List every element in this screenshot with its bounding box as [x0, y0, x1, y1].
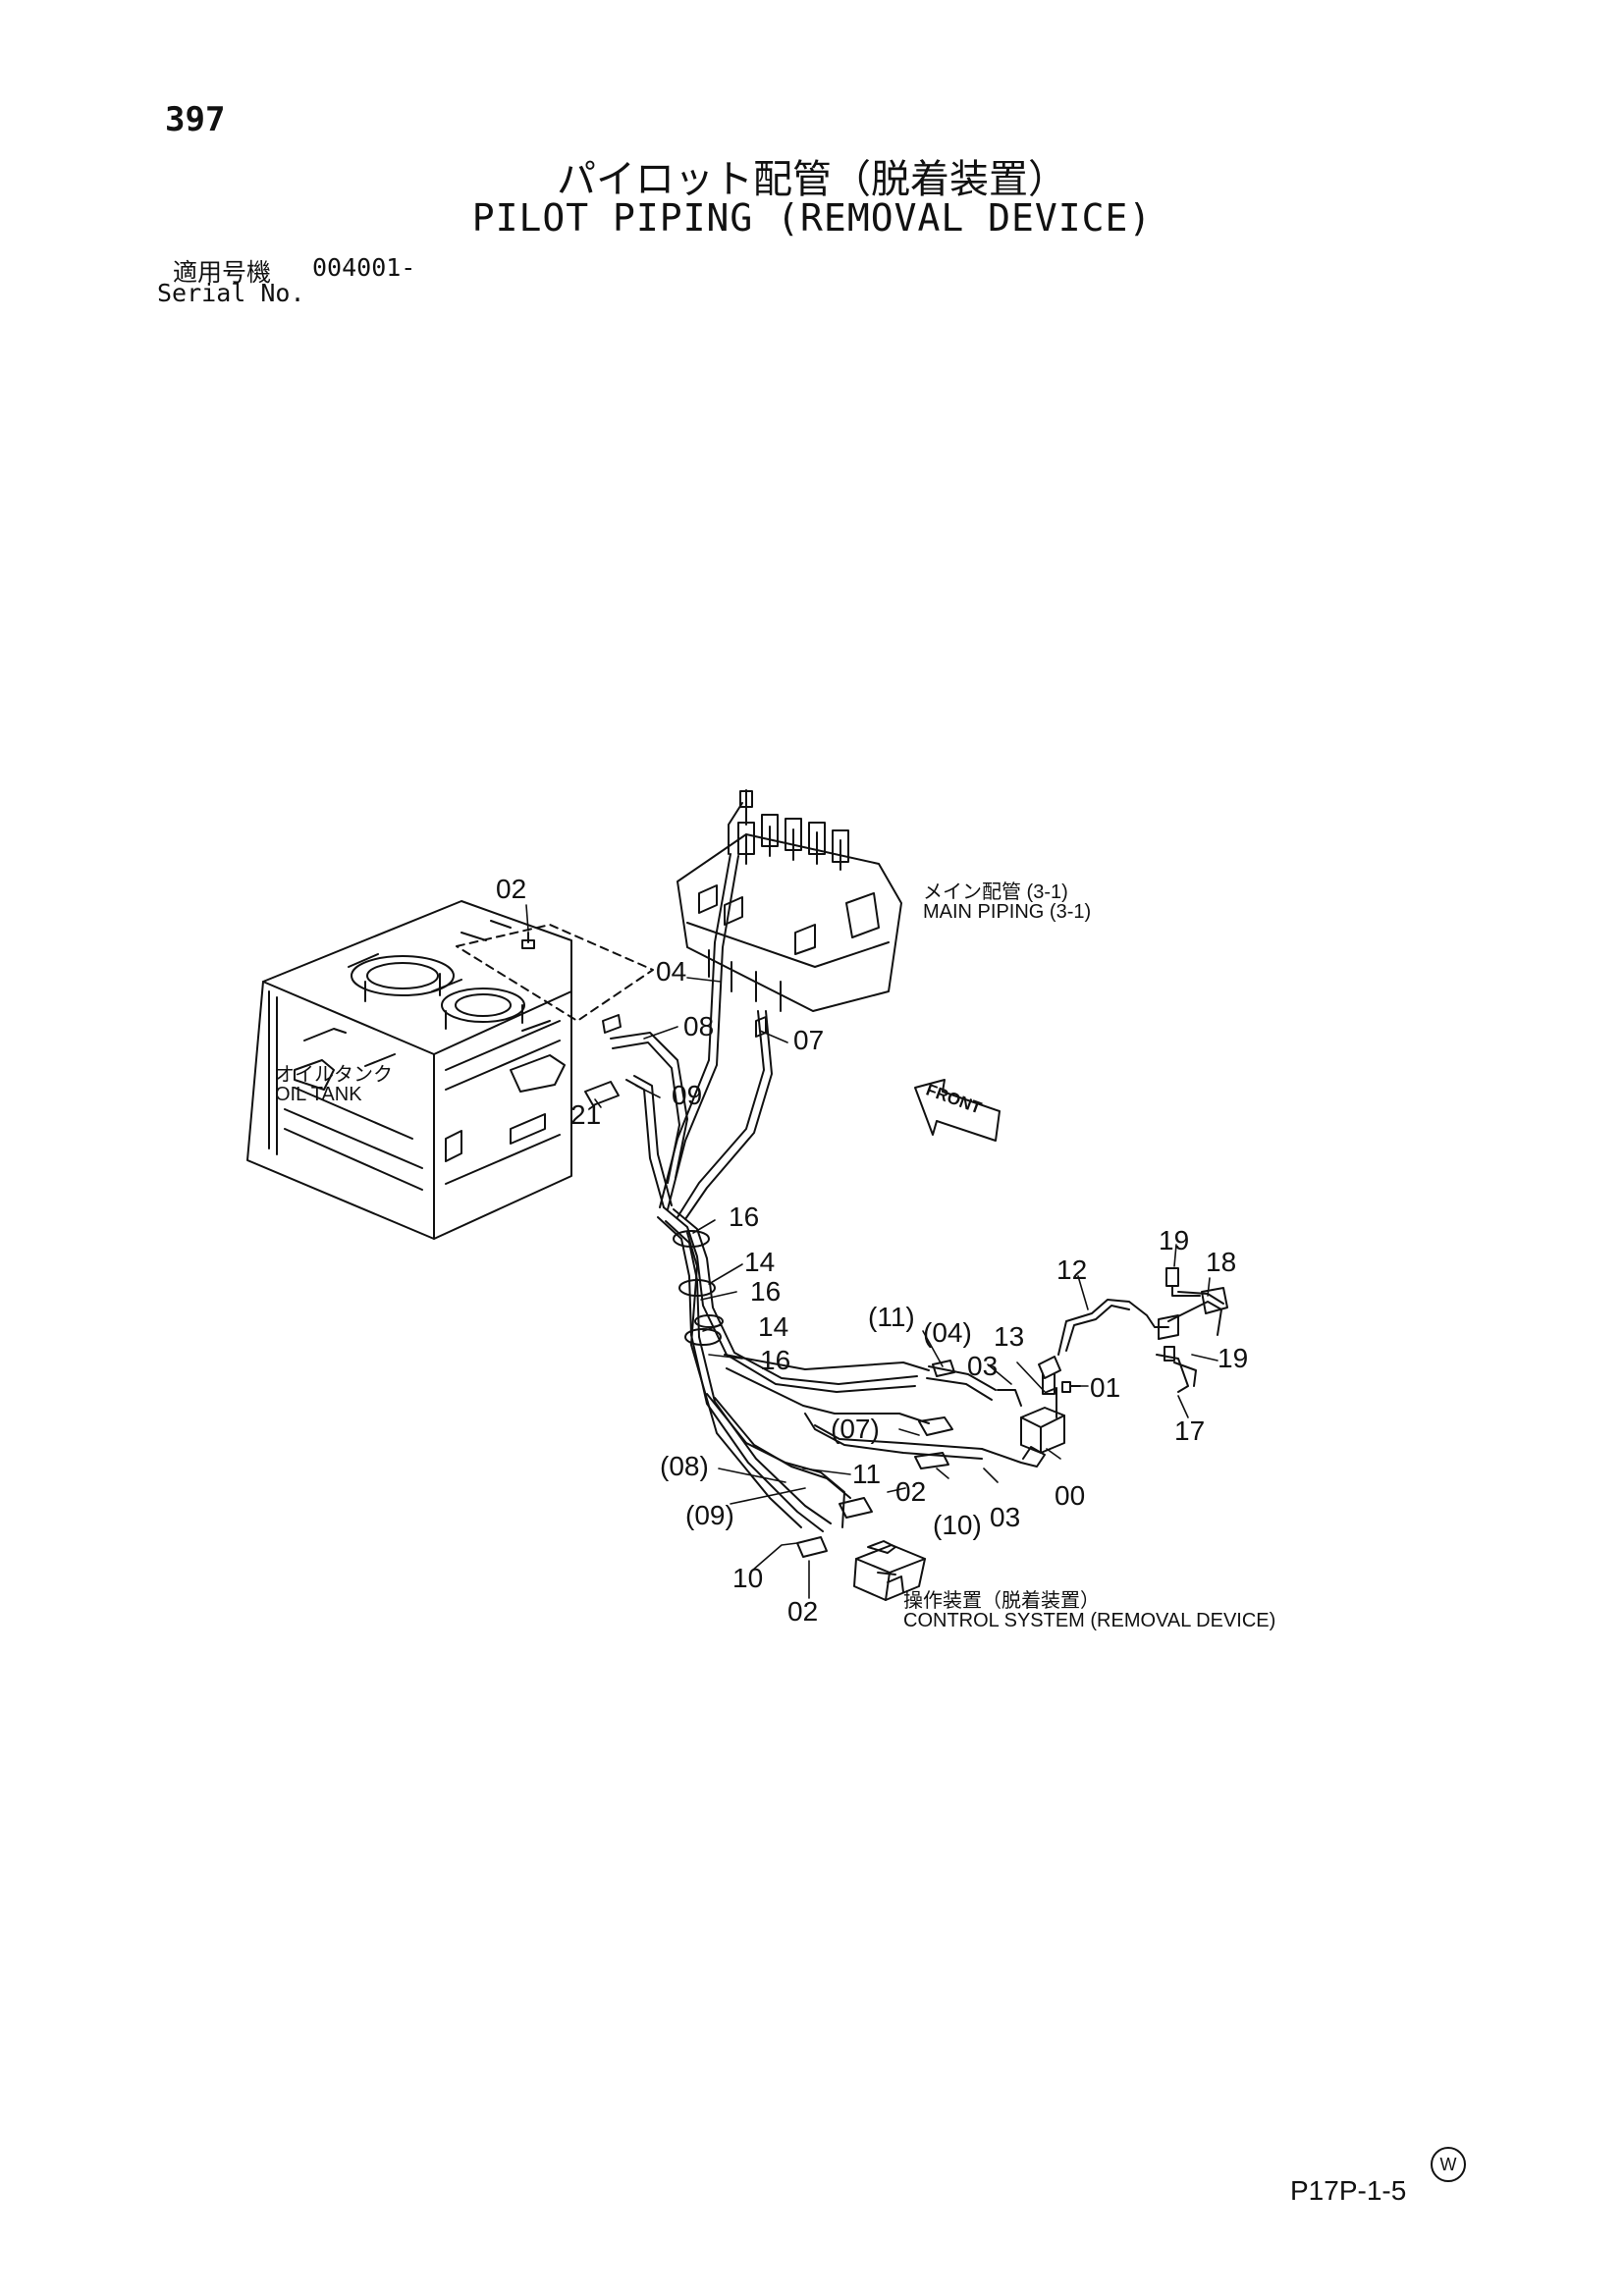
oil-tank-note-japanese: オイルタンク — [275, 1064, 393, 1086]
callout-17: 17 — [1174, 1415, 1206, 1446]
control-system-note-japanese: 操作装置（脱着装置） — [903, 1590, 1100, 1612]
page-number: 397 — [165, 100, 226, 139]
callout-19-b: 19 — [1218, 1343, 1249, 1373]
control-device-drawing — [854, 1541, 925, 1600]
callout-16-a: 16 — [729, 1201, 760, 1232]
serial-label-japanese: 適用号機 — [173, 258, 272, 287]
serial-number-value: 004001- — [312, 253, 416, 282]
w-circle-mark: W — [1431, 2147, 1466, 2182]
callout-02-mid: 02 — [895, 1476, 927, 1507]
callout-10-ref: (10) — [933, 1510, 982, 1540]
callout-16-c: 16 — [760, 1345, 791, 1375]
callout-13: 13 — [994, 1321, 1025, 1352]
callout-11: 11 — [852, 1459, 882, 1489]
oil-tank-note-english: OIL TANK — [275, 1084, 362, 1105]
callout-10: 10 — [732, 1563, 764, 1593]
callout-19-a: 19 — [1159, 1225, 1190, 1255]
control-system-note-english: CONTROL SYSTEM (REMOVAL DEVICE) — [903, 1610, 1276, 1631]
callout-02-bottom: 02 — [787, 1596, 819, 1627]
callout-16-b: 16 — [750, 1276, 782, 1307]
callout-04: 04 — [656, 956, 687, 987]
callout-04-ref: (04) — [923, 1317, 972, 1348]
callout-00: 00 — [1055, 1480, 1086, 1511]
control-valve-drawing — [677, 790, 901, 1011]
callout-11-ref: (11) — [868, 1302, 915, 1332]
callout-03-a: 03 — [967, 1351, 999, 1381]
serial-label-english: Serial No. — [157, 279, 305, 307]
callout-14-b: 14 — [758, 1311, 789, 1342]
callout-07: 07 — [793, 1025, 825, 1055]
callout-03-b: 03 — [990, 1502, 1021, 1532]
page-title-english: PILOT PIPING (REMOVAL DEVICE) — [471, 196, 1153, 240]
pilot-hoses — [585, 854, 917, 1531]
page-title-japanese: パイロット配管（脱着装置） — [557, 157, 1067, 202]
main-piping-note-english: MAIN PIPING (3-1) — [923, 901, 1092, 923]
callout-08-ref: (08) — [660, 1451, 709, 1481]
callout-09-ref: (09) — [685, 1500, 734, 1530]
callout-14-a: 14 — [744, 1247, 776, 1277]
callout-07-ref: (07) — [831, 1414, 880, 1444]
main-piping-note-japanese: メイン配管 (3-1) — [923, 881, 1068, 903]
callout-18: 18 — [1206, 1247, 1237, 1277]
tank-cover-plate — [457, 925, 653, 1021]
callout-08: 08 — [683, 1011, 715, 1041]
page-code: P17P-1-5 — [1290, 2175, 1407, 2206]
callout-09: 09 — [672, 1080, 703, 1110]
bracket-and-harness — [1058, 1268, 1227, 1392]
front-arrow-outline — [915, 1080, 1000, 1141]
callout-21: 21 — [570, 1099, 602, 1130]
oil-tank-drawing — [247, 901, 571, 1239]
manifold-block — [998, 1357, 1080, 1453]
callout-02-top: 02 — [496, 874, 527, 904]
callout-01: 01 — [1090, 1372, 1121, 1403]
callout-leaders — [526, 905, 1218, 1598]
callout-12: 12 — [1056, 1255, 1088, 1285]
